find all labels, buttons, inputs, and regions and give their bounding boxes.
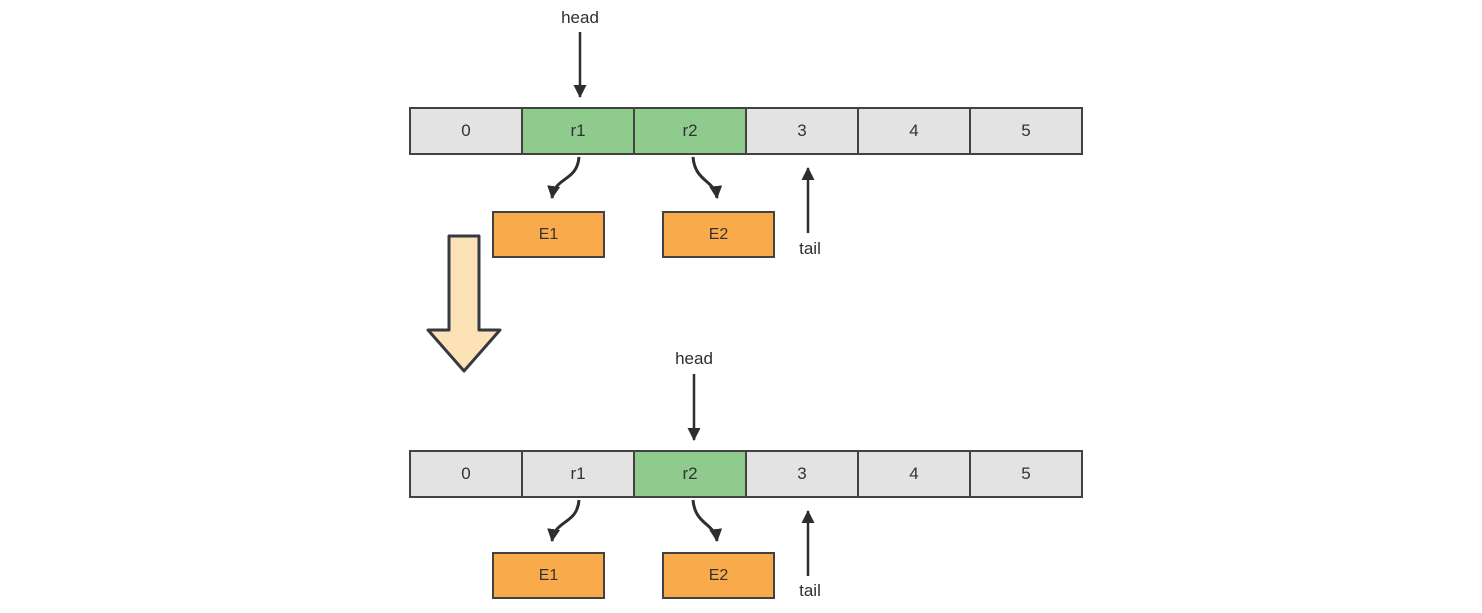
array-bottom: 0 r1 r2 3 4 5 [409,450,1083,498]
head-label-bottom: head [675,349,713,368]
tail-label-top: tail [799,239,821,258]
array-top-cell-r1: r1 [521,107,635,155]
array-top-cell-0: 0 [409,107,523,155]
transition-down-arrow-icon [426,234,502,373]
array-bottom-cell-5: 5 [969,450,1083,498]
array-top-cell-3: 3 [745,107,859,155]
element-box-e1-top: E1 [492,211,605,258]
element-box-e1-bottom: E1 [492,552,605,599]
array-bottom-cell-0: 0 [409,450,523,498]
ref-arrow-r1-to-e1-bottom-icon [547,499,581,542]
head-label-top: head [561,8,599,27]
ref-arrow-r2-to-e2-top-icon [691,156,723,199]
array-top: 0 r1 r2 3 4 5 [409,107,1083,155]
tail-label-bottom: tail [799,581,821,600]
array-bottom-cell-4: 4 [857,450,971,498]
array-top-cell-4: 4 [857,107,971,155]
ref-arrow-r2-to-e2-bottom-icon [691,499,723,542]
array-top-cell-5: 5 [969,107,1083,155]
element-box-e2-top: E2 [662,211,775,258]
array-bottom-cell-3: 3 [745,450,859,498]
array-bottom-cell-r2: r2 [633,450,747,498]
array-top-cell-r2: r2 [633,107,747,155]
ref-arrow-r1-to-e1-top-icon [547,156,581,199]
element-box-e2-bottom: E2 [662,552,775,599]
array-bottom-cell-r1: r1 [521,450,635,498]
